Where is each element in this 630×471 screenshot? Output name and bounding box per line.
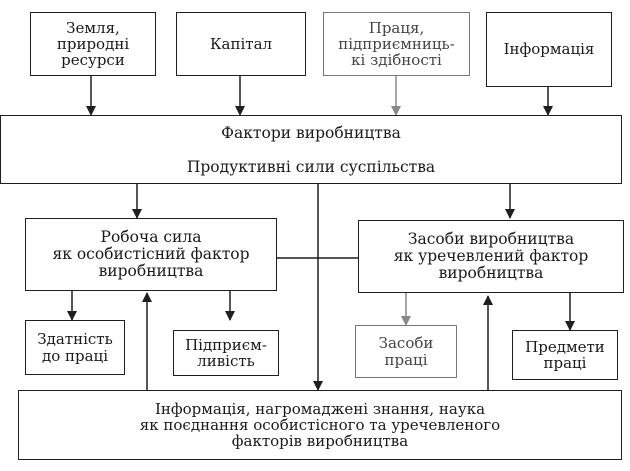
means-of-production-block: Засоби виробництва як уречевлений фактор… — [358, 220, 624, 293]
science-knowledge-block: Інформація, нагромаджені знання, наука я… — [18, 390, 622, 460]
input-land: Земля, природні ресурси — [30, 12, 156, 76]
factors-of-production-bar: Фактори виробництва — [0, 115, 622, 151]
ability-to-work-box: Здатність до праці — [25, 320, 125, 375]
productive-forces-bar: Продуктивні сили суспільства — [0, 150, 622, 184]
workforce-block: Робоча сила як особистісний фактор вироб… — [25, 218, 277, 291]
objects-of-labour-box: Предмети праці — [512, 330, 618, 380]
input-capital: Капітал — [176, 12, 306, 76]
input-information: Інформація — [486, 12, 612, 87]
input-labour: Праця, підприємниць- кі здібності — [323, 12, 470, 76]
means-of-labour-box: Засоби праці — [355, 325, 457, 378]
entrepreneurship-box: Підприєм- ливість — [173, 330, 279, 376]
